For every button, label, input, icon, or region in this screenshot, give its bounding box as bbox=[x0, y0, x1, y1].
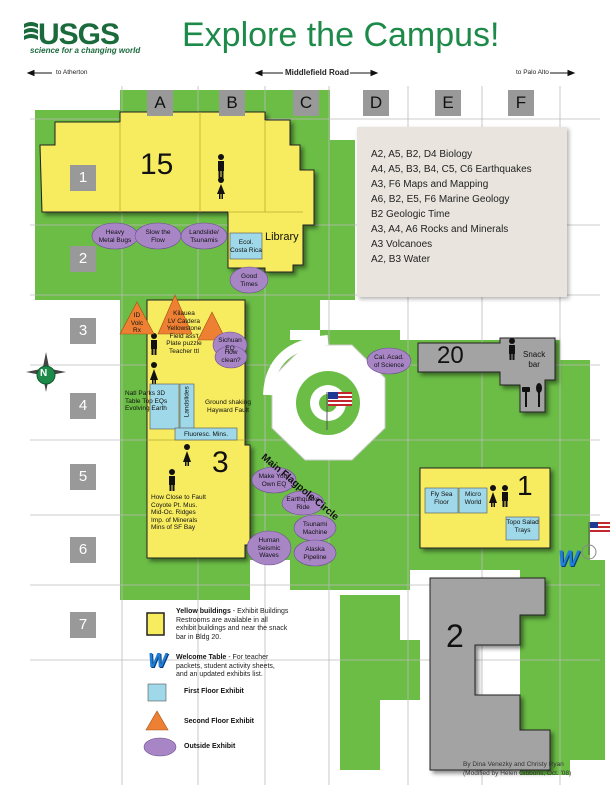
library-label: Library bbox=[265, 231, 299, 243]
usgs-logo-tagline: science for a changing world bbox=[30, 46, 141, 55]
welcome-table-icon: W bbox=[558, 546, 579, 571]
exhibit-heavy-metal-bugs: Heavy Metal Bugs bbox=[98, 229, 132, 244]
building-20-label: 20 bbox=[437, 342, 464, 369]
exhibit-human-seismic-waves: Human Seismic Waves bbox=[257, 537, 281, 559]
key-yellow-buildings: Yellow buildings - Exhibit Buildings Res… bbox=[176, 608, 321, 642]
exhibit-how-close-group: How Close to Fault Coyote Pt. Mus. Mid-O… bbox=[151, 494, 206, 531]
building-3-label: 3 bbox=[212, 446, 229, 479]
exhibit-earthquake-ride: Earthquake Ride bbox=[286, 496, 320, 511]
key-first-floor-label: First Floor Exhibit bbox=[184, 688, 244, 695]
exhibit-ecol-costa-rica: Ecol. Costa Rica bbox=[230, 239, 262, 254]
building-1-label: 1 bbox=[517, 470, 533, 501]
usgs-logo-text: USGS bbox=[38, 18, 120, 51]
topic-legend-item: A3 Volcanoes bbox=[371, 239, 433, 250]
compass-icon bbox=[26, 352, 66, 392]
topic-legend-item: A2, B3 Water bbox=[371, 254, 431, 265]
grid-column-label: A bbox=[147, 90, 173, 116]
compass-north-label: N bbox=[40, 368, 48, 379]
topic-legend-item: A4, A5, B3, B4, C5, C6 Earthquakes bbox=[371, 164, 532, 175]
building-15-label: 15 bbox=[140, 148, 174, 181]
grid-row-label: 1 bbox=[70, 165, 96, 191]
grid-row-label: 3 bbox=[70, 318, 96, 344]
restroom-icon bbox=[150, 154, 515, 507]
topic-legend-item: A3, A4, A6 Rocks and Minerals bbox=[371, 224, 509, 235]
exhibit-cal-academy: Cal. Acad. of Science bbox=[373, 354, 405, 369]
key-second-floor: Second Floor Exhibit bbox=[184, 718, 254, 727]
building-2-label: 2 bbox=[446, 618, 464, 654]
page-title: Explore the Campus! bbox=[182, 16, 500, 54]
building-20 bbox=[417, 337, 556, 413]
topic-legend-item: B2 Geologic Time bbox=[371, 209, 450, 220]
key-outside: Outside Exhibit bbox=[184, 743, 235, 752]
grid-column-label: D bbox=[363, 90, 389, 116]
key-welcome-title: Welcome Table bbox=[176, 654, 227, 661]
exhibit-ground-shaking: Ground shaking Hayward Fault bbox=[205, 399, 251, 414]
exhibit-fluoresc-mins: Fluoresc. Mins. bbox=[183, 431, 229, 438]
exhibit-tsunami-machine: Tsunami Machine bbox=[302, 521, 328, 536]
exhibit-fly-sea-floor: Fly Sea Floor bbox=[430, 491, 453, 506]
exhibit-kilauea-group: Kilauea LV Caldera Yellowstone Field ass… bbox=[166, 310, 202, 355]
road-label-palo-alto: to Palo Alto bbox=[516, 69, 549, 76]
grid-row-label: 5 bbox=[70, 464, 96, 490]
key-outside-label: Outside Exhibit bbox=[184, 743, 236, 750]
exhibit-sichuan-eq: Sichuan EQ bbox=[218, 337, 242, 352]
topic-legend-item: A2, A5, B2, D4 Biology bbox=[371, 149, 473, 160]
fork-knife-icon bbox=[522, 383, 542, 407]
grid-column-label: E bbox=[435, 90, 461, 116]
road-label-atherton: to Atherton bbox=[56, 69, 88, 76]
exhibit-how-clean: How clean? bbox=[221, 349, 241, 364]
topic-legend: A2, A5, B2, D4 Biology A4, A5, B3, B4, C… bbox=[357, 127, 567, 297]
key-welcome-icon: W bbox=[148, 650, 167, 672]
grid-row-label: 4 bbox=[70, 393, 96, 419]
grid-row-label: 6 bbox=[70, 537, 96, 563]
grid-column-label: F bbox=[508, 90, 534, 116]
outside-exhibits bbox=[91, 222, 412, 567]
key-yellow-title: Yellow buildings bbox=[176, 608, 231, 615]
key-welcome-table: Welcome Table - For teacher packets, stu… bbox=[176, 654, 321, 680]
grid-row-label: 7 bbox=[70, 612, 96, 638]
road-arrows bbox=[26, 69, 576, 77]
exhibit-good-times: Good Times bbox=[240, 273, 258, 288]
exhibit-natparks-group: Natl Parks 3D Table Top EQs Evolving Ear… bbox=[125, 390, 168, 412]
second-floor-exhibits bbox=[119, 294, 227, 341]
lawn-south bbox=[340, 595, 420, 770]
credit-line-1: By Dina Venezky and Christy Ryan bbox=[463, 761, 564, 768]
exhibit-slow-the-flow: Slow the Flow bbox=[145, 229, 171, 244]
exhibit-landslide-tsunamis: Landslide/ Tsunamis bbox=[189, 229, 219, 244]
us-flag-icon-east bbox=[581, 522, 610, 560]
building-2 bbox=[429, 577, 551, 771]
exhibit-topo-salad-trays: Topo Salad Trays bbox=[506, 519, 539, 534]
exhibit-alaska-pipeline: Alaska Pipeline bbox=[303, 546, 327, 561]
grid-row-label: 2 bbox=[70, 246, 96, 272]
exhibit-make-your-own-eq: Make Your Own EQ bbox=[258, 473, 290, 488]
first-floor-exhibits bbox=[149, 232, 540, 541]
exhibit-micro-world: Micro World bbox=[464, 491, 482, 506]
credit-line-2: (Modified by Helen Gibbons, Oct. '08) bbox=[463, 770, 572, 777]
lawn-east bbox=[345, 330, 605, 775]
us-flag-icon bbox=[326, 392, 352, 430]
key-second-floor-label: Second Floor Exhibit bbox=[184, 718, 255, 725]
key-welcome-text: - For teacher packets, student activity … bbox=[176, 654, 275, 678]
road-label-middlefield: Middlefield Road bbox=[285, 68, 349, 77]
map-key-symbols bbox=[143, 612, 177, 757]
usgs-logo-icon bbox=[24, 20, 38, 44]
grid-column-label: B bbox=[219, 90, 245, 116]
key-first-floor: First Floor Exhibit bbox=[184, 688, 244, 697]
building-15-wings bbox=[119, 112, 303, 213]
map-key: Yellow buildings - Exhibit Buildings Res… bbox=[138, 600, 324, 768]
grid-column-label: C bbox=[293, 90, 319, 116]
key-yellow-text: - Exhibit Buildings Restrooms are availa… bbox=[176, 608, 289, 641]
topic-legend-item: A3, F6 Maps and Mapping bbox=[371, 179, 489, 190]
snack-bar-label: Snack bar bbox=[523, 350, 546, 369]
exhibit-id-volc-rx: ID Volc Rx bbox=[130, 312, 144, 334]
topic-legend-item: A6, B2, E5, F6 Marine Geology bbox=[371, 194, 510, 205]
